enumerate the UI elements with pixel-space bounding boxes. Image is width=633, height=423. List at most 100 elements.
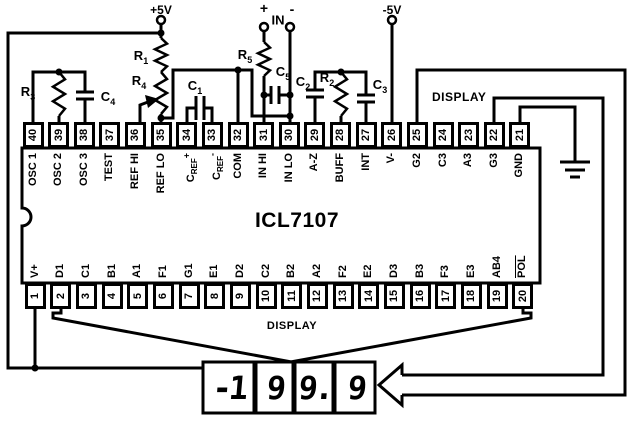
pin-label-29: A-Z <box>308 153 321 172</box>
resistor-r1 <box>152 37 170 73</box>
in-plus-terminal <box>258 21 270 33</box>
pin-number-11: 11 <box>285 290 298 302</box>
resistor-r2 <box>332 71 350 117</box>
pin-label-3: C1 <box>79 263 92 278</box>
label-c4: C4 <box>100 89 116 107</box>
pin-33: 33 <box>201 122 223 148</box>
pin-number-8: 8 <box>208 292 221 300</box>
pin-34: 34 <box>176 122 198 148</box>
pin-20: 20 <box>512 283 534 309</box>
pin-label-33: CREF- <box>206 153 225 180</box>
capacitor-c2 <box>306 88 324 122</box>
pin-26: 26 <box>381 122 403 148</box>
pin-16: 16 <box>409 283 431 309</box>
pin-10: 10 <box>255 283 277 309</box>
resistor-r3 <box>50 71 68 117</box>
pin-number-7: 7 <box>183 292 196 300</box>
pin-label-12: A2 <box>310 263 323 278</box>
label-r2: R2 <box>319 70 335 88</box>
pin-label-38: OSC 3 <box>77 153 90 187</box>
in-plus-label: + <box>259 0 269 16</box>
pin-number-4: 4 <box>106 292 119 300</box>
capacitor-c3 <box>357 93 375 122</box>
display-digit-4: 9 <box>346 369 366 407</box>
pin-label-19: AB4 <box>490 255 503 278</box>
ref-lo-com-wire <box>161 68 240 122</box>
pin-23: 23 <box>458 122 480 148</box>
pin-label-28: BUFF <box>334 153 347 183</box>
pin-8: 8 <box>204 283 226 309</box>
pin-21: 21 <box>509 122 531 148</box>
junction-dots <box>31 29 345 372</box>
pin-number-16: 16 <box>414 289 427 303</box>
pin-28: 28 <box>330 122 352 148</box>
pin-number-3: 3 <box>80 292 93 300</box>
pin-7: 7 <box>178 283 200 309</box>
pin-32: 32 <box>227 122 249 148</box>
pin-4: 4 <box>101 283 123 309</box>
pin-label-11: B2 <box>285 263 298 278</box>
pin-label-8: E1 <box>208 264 221 278</box>
pin-label-4: B1 <box>105 263 118 278</box>
pin-6: 6 <box>152 283 174 309</box>
pin-number-27: 27 <box>360 128 373 142</box>
pin-3: 3 <box>75 283 97 309</box>
pin-label-7: G1 <box>182 263 195 278</box>
pin-label-24: C3 <box>436 153 449 168</box>
pin-25: 25 <box>406 122 428 148</box>
pin-36: 36 <box>125 122 147 148</box>
pin-label-37: TEST <box>103 153 116 182</box>
pin-number-35: 35 <box>155 128 168 142</box>
pin-label-23: A3 <box>462 153 475 168</box>
pin-label-10: C2 <box>259 263 272 278</box>
label-r5: R5 <box>237 47 253 65</box>
pin-number-36: 36 <box>129 128 142 142</box>
pin-label-20: POL <box>516 255 529 278</box>
pin-label-1: V+ <box>28 264 41 278</box>
pin-number-14: 14 <box>362 289 375 303</box>
gnd-wire <box>518 105 577 162</box>
minus5v-terminal <box>386 14 398 26</box>
display-digit-3: 9. <box>297 369 333 407</box>
pin-27: 27 <box>355 122 377 148</box>
capacitor-c5 <box>264 86 290 104</box>
pin-label-34: CREF+ <box>181 153 200 183</box>
capacitor-c1 <box>185 96 214 122</box>
pin-number-33: 33 <box>206 128 219 142</box>
pin-35: 35 <box>150 122 172 148</box>
display-label-bottom: DISPLAY <box>266 320 318 332</box>
display-digit-1: -1 <box>211 369 247 407</box>
pin-number-24: 24 <box>437 128 450 142</box>
pin-number-12: 12 <box>311 289 324 303</box>
pin-label-40: OSC 1 <box>26 153 39 187</box>
minus5v-label: -5V <box>382 3 402 17</box>
pin-15: 15 <box>384 283 406 309</box>
pin-22: 22 <box>483 122 505 148</box>
pin-number-34: 34 <box>180 128 193 142</box>
pin-label-22: G3 <box>487 153 500 168</box>
pin-13: 13 <box>332 283 354 309</box>
display-wire-outer <box>402 68 627 397</box>
label-r3: R3 <box>20 84 36 102</box>
r4-wiper-arrow <box>145 95 159 108</box>
pin-40: 40 <box>22 122 44 148</box>
label-c3: C3 <box>372 77 388 95</box>
ground-icon <box>560 160 590 179</box>
pin-label-27: INT <box>359 153 372 171</box>
pin-39: 39 <box>48 122 70 148</box>
pin-label-15: D3 <box>388 263 401 278</box>
resistor-r4 <box>152 71 170 115</box>
pin-label-31: IN HI <box>257 153 270 179</box>
pin-number-10: 10 <box>260 289 273 303</box>
pin-9: 9 <box>229 283 251 309</box>
pin-number-5: 5 <box>131 292 144 300</box>
plus5v-terminal <box>155 14 167 26</box>
pin-label-25: G2 <box>410 153 423 168</box>
pin-number-32: 32 <box>232 128 245 142</box>
pin20-display-wire <box>284 309 533 365</box>
pin-number-19: 19 <box>491 289 504 303</box>
pin-30: 30 <box>278 122 300 148</box>
pin-label-6: F1 <box>156 265 169 278</box>
